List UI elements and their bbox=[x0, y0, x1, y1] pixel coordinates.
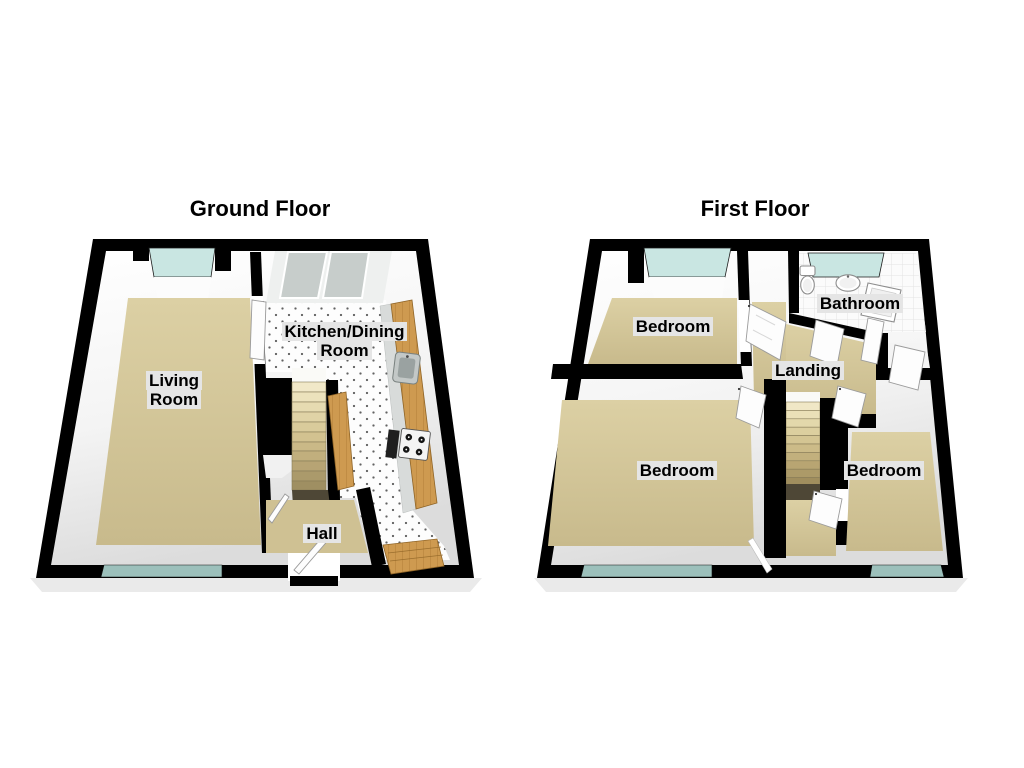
living-room-rear-window bbox=[100, 564, 223, 578]
interior-wall bbox=[788, 251, 800, 313]
room-label-bathroom: Bathroom bbox=[802, 294, 918, 314]
chimney-breast bbox=[261, 378, 294, 455]
bedroom-right-floor bbox=[846, 432, 943, 551]
first-floor-plan bbox=[534, 239, 968, 592]
store-door-leaf bbox=[888, 344, 926, 391]
living-room-floor bbox=[96, 298, 261, 545]
window-sill bbox=[154, 277, 211, 298]
ajar-door-leaf bbox=[747, 537, 773, 574]
window-pier bbox=[215, 239, 231, 271]
window-pier bbox=[628, 239, 644, 283]
patio-doors bbox=[266, 251, 392, 303]
staircase bbox=[785, 392, 836, 500]
peninsula-counter bbox=[327, 391, 355, 491]
toilet bbox=[799, 265, 816, 295]
room-label-kitchen-dining: Kitchen/Dining Room bbox=[262, 322, 427, 361]
plan-shadow bbox=[534, 578, 968, 592]
interior-wall bbox=[551, 364, 743, 379]
hob bbox=[398, 428, 431, 461]
room-label-living-room: Living Room bbox=[124, 371, 224, 410]
front-doorway bbox=[288, 553, 340, 581]
bedroom-right-window bbox=[869, 564, 945, 578]
bathroom-door-leaf bbox=[860, 317, 885, 365]
interior-wall bbox=[764, 379, 786, 558]
staircase bbox=[291, 368, 340, 506]
room-label-bedroom-left: Bedroom bbox=[627, 461, 727, 481]
first-floor-title: First Floor bbox=[700, 196, 810, 221]
ground-floor-plan bbox=[30, 239, 482, 592]
bedroom-left-door-leaf bbox=[735, 385, 767, 429]
room-label-hall: Hall bbox=[290, 524, 354, 544]
room-label-bedroom-right: Bedroom bbox=[832, 461, 936, 481]
living-room-window bbox=[148, 247, 216, 278]
ground-floor-title: Ground Floor bbox=[189, 196, 331, 221]
room-label-landing: Landing bbox=[756, 361, 860, 381]
hall-wall bbox=[356, 487, 386, 567]
bedroom-right-door-leaf bbox=[808, 490, 843, 530]
basin bbox=[835, 274, 861, 292]
plan-shadow bbox=[30, 578, 482, 592]
back-door-leaf bbox=[382, 538, 445, 575]
bathroom-window bbox=[807, 252, 885, 278]
panel-doors bbox=[735, 303, 926, 574]
interior-wall bbox=[836, 428, 848, 545]
porch-step bbox=[290, 576, 338, 586]
wall-face bbox=[263, 455, 294, 478]
cupboard-door-leaf bbox=[831, 385, 867, 428]
oven bbox=[385, 429, 400, 459]
kitchen-door-leaf bbox=[249, 299, 267, 361]
bedroom-top-door-leaf bbox=[745, 303, 787, 361]
living-room-door-leaf bbox=[267, 493, 290, 524]
window-pier bbox=[133, 239, 149, 261]
sink bbox=[392, 351, 421, 385]
room-label-bedroom-top: Bedroom bbox=[623, 317, 723, 337]
bedroom-top-window bbox=[643, 247, 732, 278]
window-sill bbox=[649, 277, 725, 298]
bedroom-left-window bbox=[580, 564, 713, 578]
